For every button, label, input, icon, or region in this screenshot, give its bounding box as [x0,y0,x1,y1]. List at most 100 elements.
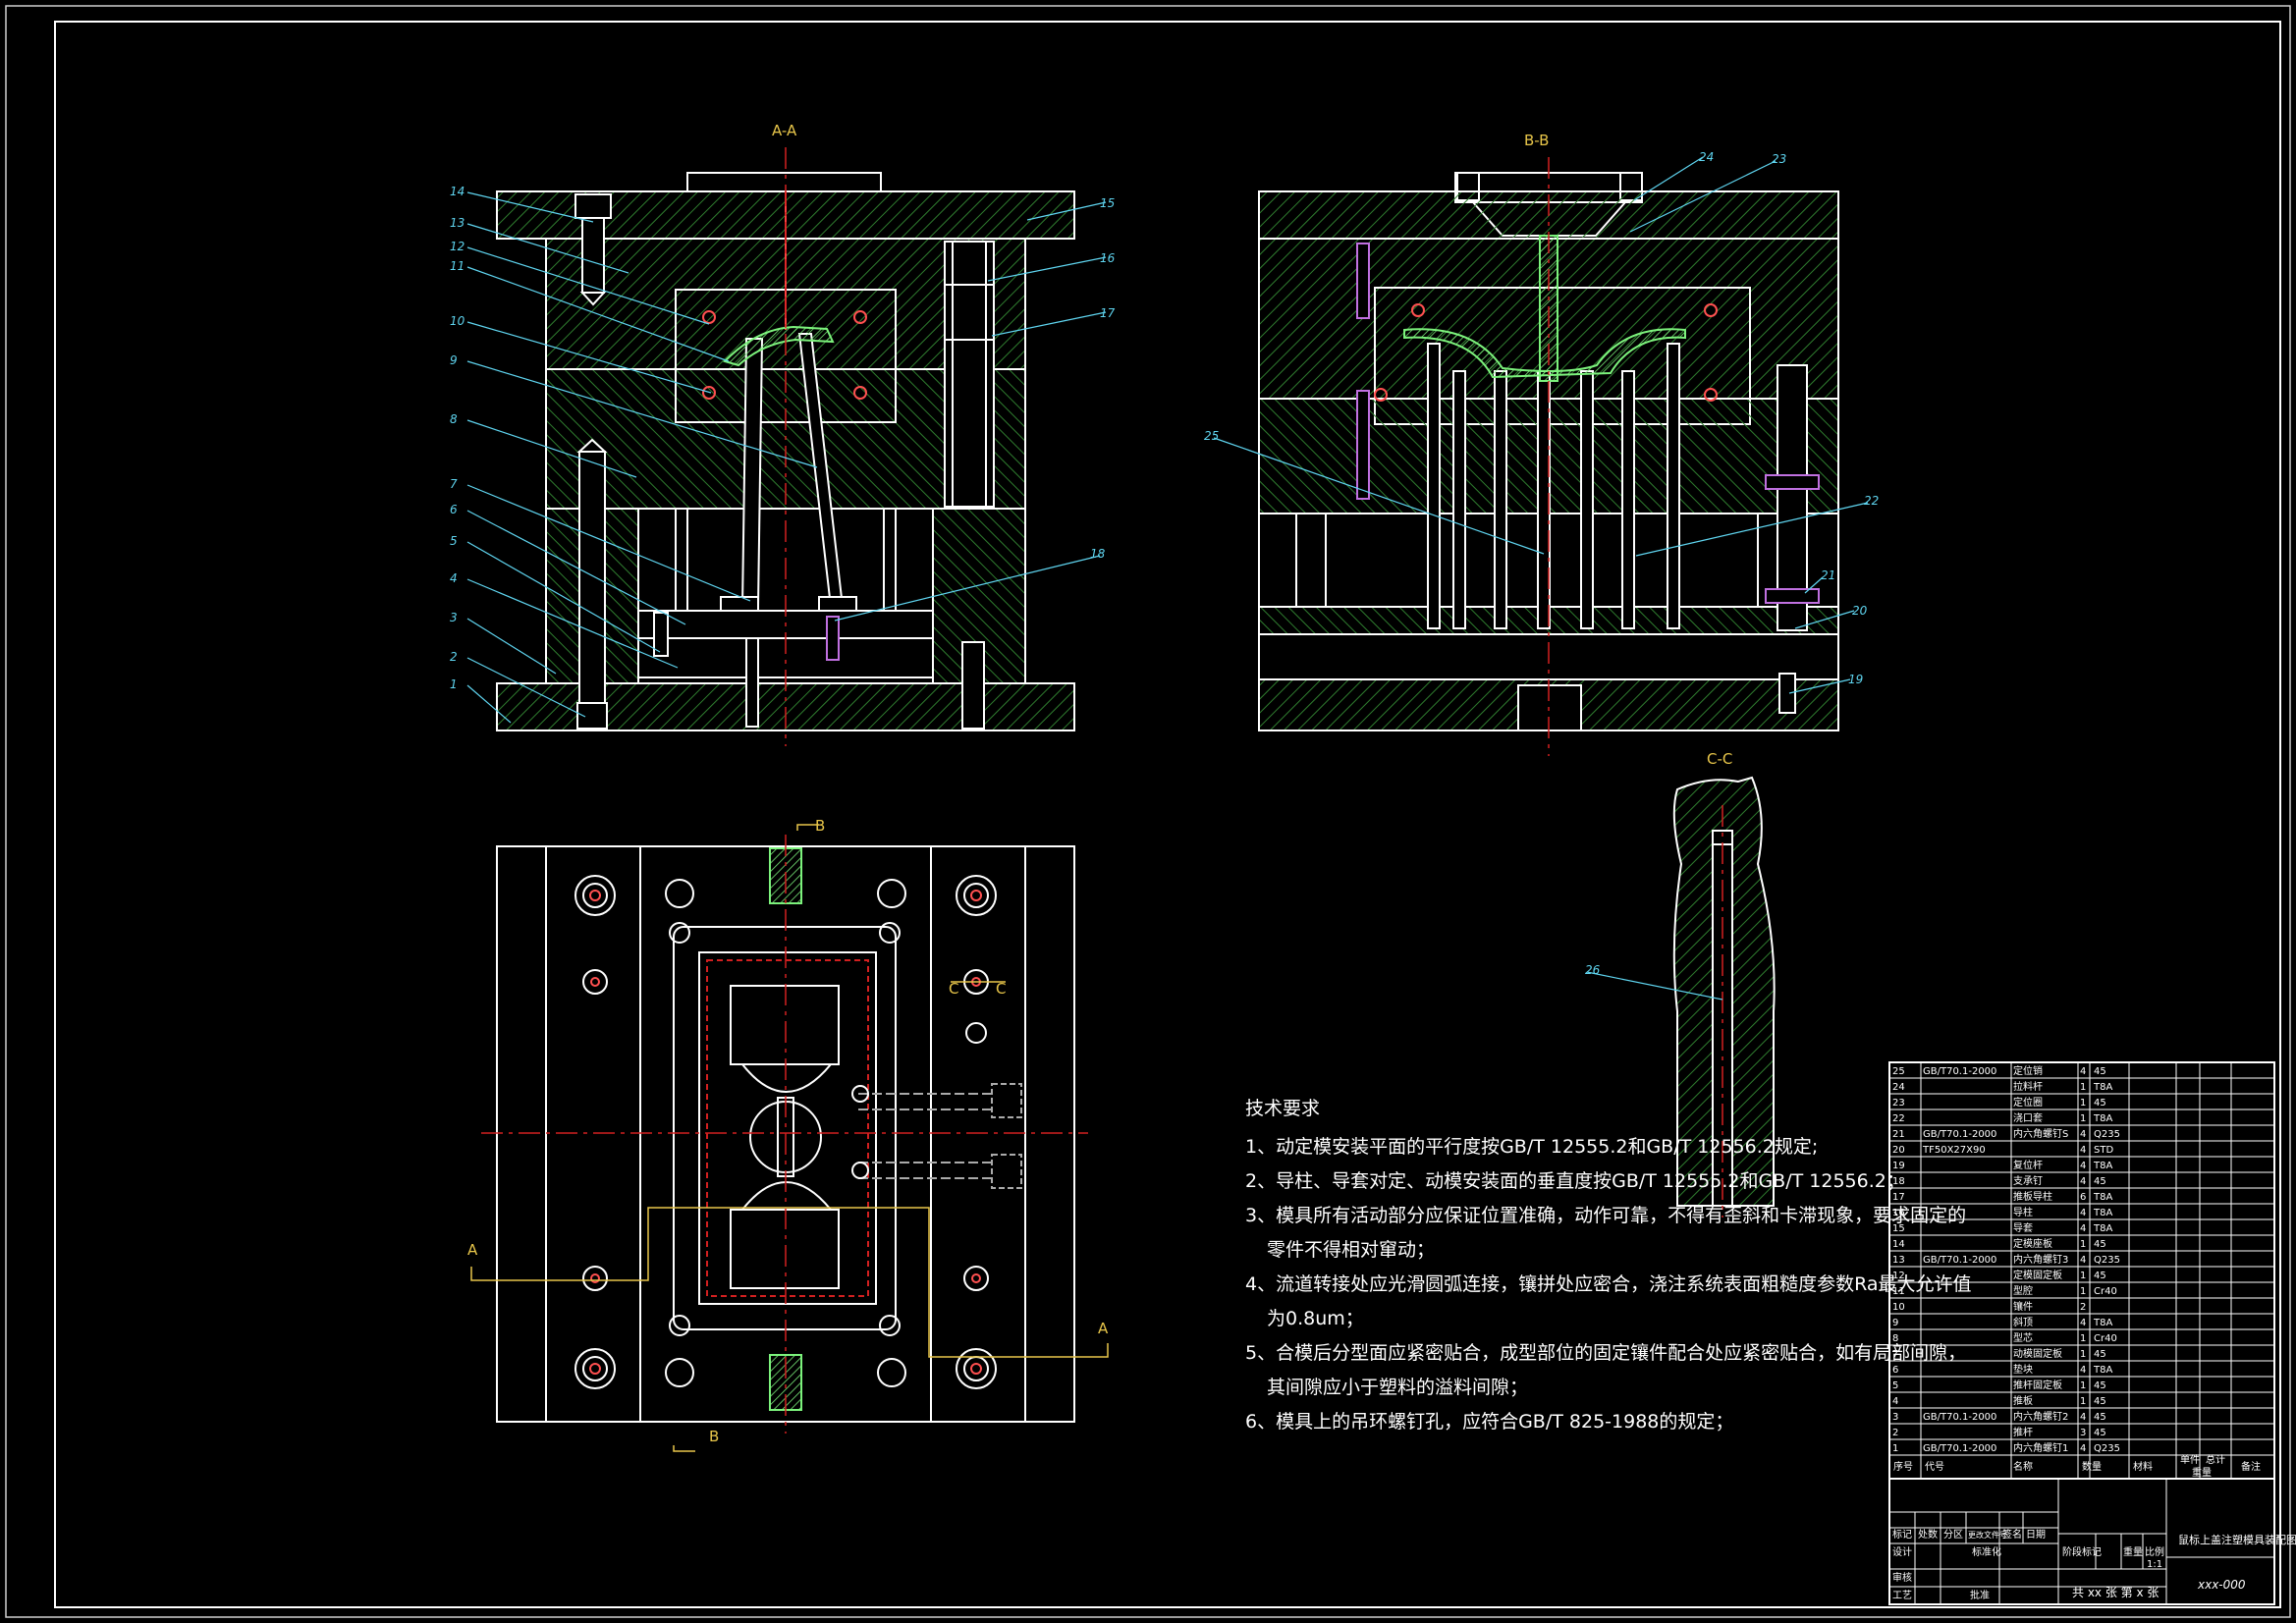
cut-markers [470,824,1109,1452]
outer-border [5,5,2291,1618]
bom-cell-no: 19 [1892,1161,1905,1171]
bom-cell-name: 镶件 [2013,1300,2033,1313]
bom-cell-no: 7 [1892,1349,1898,1360]
title-label-approve: 批准 [1970,1589,1990,1601]
title-label-process: 工艺 [1892,1590,1912,1601]
callout-5: 5 [450,534,458,548]
callout-15: 15 [1100,196,1115,210]
bom-cell-name: 内六角螺钉2 [2013,1410,2068,1423]
bom-cell-mat: Q235 [2094,1443,2120,1454]
callout-25: 25 [1204,429,1219,443]
bom-cell-mat: 45 [2094,1271,2106,1281]
cut-marker-b-bottom: B [709,1428,719,1445]
bom-cell-mat: 45 [2094,1428,2106,1438]
bom-cell-mat: 45 [2094,1380,2106,1391]
bom-cell-no: 14 [1892,1239,1905,1250]
title-label-design: 设计 [1892,1545,1912,1558]
bom-cell-qty: 4 [2080,1255,2086,1266]
bom-cell-no: 17 [1892,1192,1905,1203]
bom-cell-qty: 1 [2080,1349,2086,1360]
bom-cell-qty: 4 [2080,1365,2086,1376]
bom-cell-name: 斜顶 [2013,1316,2033,1328]
bom-cell-name: 推杆固定板 [2013,1379,2062,1391]
bom-cell-no: 8 [1892,1333,1898,1344]
callout-7: 7 [450,477,458,491]
bom-cell-name: 定模固定板 [2013,1269,2062,1281]
part-numbers-aa: 14 13 12 11 10 9 8 7 6 5 4 3 2 1 15 16 1… [450,185,1116,691]
bom-cell-no: 21 [1892,1129,1905,1140]
bom-cell-name: 内六角螺钉S [2013,1127,2068,1140]
bom-cell-name: 内六角螺钉3 [2013,1253,2068,1266]
cut-marker-a-left: A [467,1241,478,1259]
bom-cell-name: 型腔 [2013,1284,2033,1297]
cut-marker-b-top: B [815,817,825,835]
bom-cell-name: 推板导柱 [2013,1190,2052,1203]
title-label-review: 审核 [1892,1571,1912,1584]
callout-26: 26 [1585,963,1601,977]
section-bb-label: B-B [1524,132,1549,149]
bom-cell-qty: 1 [2080,1286,2086,1297]
title-label-date: 日期 [2026,1529,2046,1541]
bom-cell-mat: T8A [2093,1365,2112,1376]
bom-header-note: 备注 [2241,1460,2261,1473]
bom-cell-std: GB/T70.1-2000 [1923,1066,1996,1077]
bom-cell-no: 5 [1892,1380,1898,1391]
bom-cell-name: 推板 [2013,1394,2033,1407]
bom-cell-mat: T8A [2093,1223,2112,1234]
bom-cell-std: GB/T70.1-2000 [1923,1412,1996,1423]
bom-cell-no: 1 [1892,1443,1898,1454]
bom-cell-qty: 1 [2080,1082,2086,1093]
tech-req-item-5b: 其间隙应小于塑料的溢料间隙； [1267,1377,1529,1398]
leader-26 [1586,971,1723,1001]
tech-req-item-4: 4、流道转接处应光滑圆弧连接，镶拼处应密合，浇注系统表面粗糙度参数Ra最大允许值 [1245,1273,1972,1295]
bom-cell-no: 13 [1892,1255,1905,1266]
title-label-mark: 标记 [1892,1529,1912,1541]
bom-header-qty: 数量 [2082,1460,2102,1473]
bom-header-total: 总计 [2206,1453,2225,1466]
bom-cell-mat: 45 [2094,1412,2106,1423]
title-sheets: 共 xx 张 第 x 张 [2072,1586,2159,1599]
callout-13: 13 [450,216,465,230]
title-label-change: 更改文件号 [1968,1530,2007,1540]
tech-req-item-4b: 为0.8um； [1267,1308,1364,1329]
bom-cell-mat: 45 [2094,1349,2106,1360]
bom-cell-name: 垫块 [2013,1363,2033,1376]
bom-header-weight: 重量 [2192,1466,2212,1479]
callout-2: 2 [450,650,458,664]
tech-req-item-1: 1、动定模安装平面的平行度按GB/T 12555.2和GB/T 12556.2规… [1245,1136,1819,1158]
callout-3: 3 [450,611,458,624]
bom-cell-mat: T8A [2093,1192,2112,1203]
title-label-weight: 重量 [2123,1545,2143,1558]
callout-16: 16 [1100,251,1116,265]
bom-cell-qty: 4 [2080,1145,2086,1156]
bom-cell-no: 3 [1892,1412,1898,1423]
tech-req-item-5: 5、合模后分型面应紧密贴合，成型部位的固定镶件配合处应紧密贴合，如有局部间隙， [1245,1342,1967,1364]
bom-cell-name: 复位杆 [2013,1159,2043,1171]
bom-cell-no: 25 [1892,1066,1905,1077]
bom-cell-no: 15 [1892,1223,1905,1234]
bom-cell-no: 22 [1892,1113,1905,1124]
bom-cell-mat: Cr40 [2094,1286,2117,1297]
callout-17: 17 [1100,306,1116,320]
bom-cell-no: 2 [1892,1428,1898,1438]
callout-23: 23 [1772,152,1786,166]
bom-header-mat: 材料 [2133,1460,2153,1473]
tech-req-item-3: 3、模具所有活动部分应保证位置准确，动作可靠，不得有歪斜和卡滞现象，要求固定的 [1245,1205,1967,1226]
bom-cell-mat: T8A [2093,1113,2112,1124]
bom-cell-name: 定模座板 [2013,1237,2052,1250]
leaders-aa [466,191,1107,724]
callout-18: 18 [1090,547,1106,561]
callout-20: 20 [1852,604,1868,618]
bom-cell-mat: STD [2094,1145,2113,1156]
bom-cell-qty: 4 [2080,1066,2086,1077]
bom-cell-name: 型芯 [2013,1331,2033,1344]
callout-6: 6 [450,503,458,516]
bom-cell-std: GB/T70.1-2000 [1923,1129,1996,1140]
bom-cell-no: 6 [1892,1365,1898,1376]
callout-4: 4 [450,571,458,585]
bom-cell-qty: 4 [2080,1412,2086,1423]
bom-cell-name: 导柱 [2013,1206,2033,1218]
callout-9: 9 [450,353,458,367]
title-scale-value: 1:1 [2147,1559,2162,1570]
